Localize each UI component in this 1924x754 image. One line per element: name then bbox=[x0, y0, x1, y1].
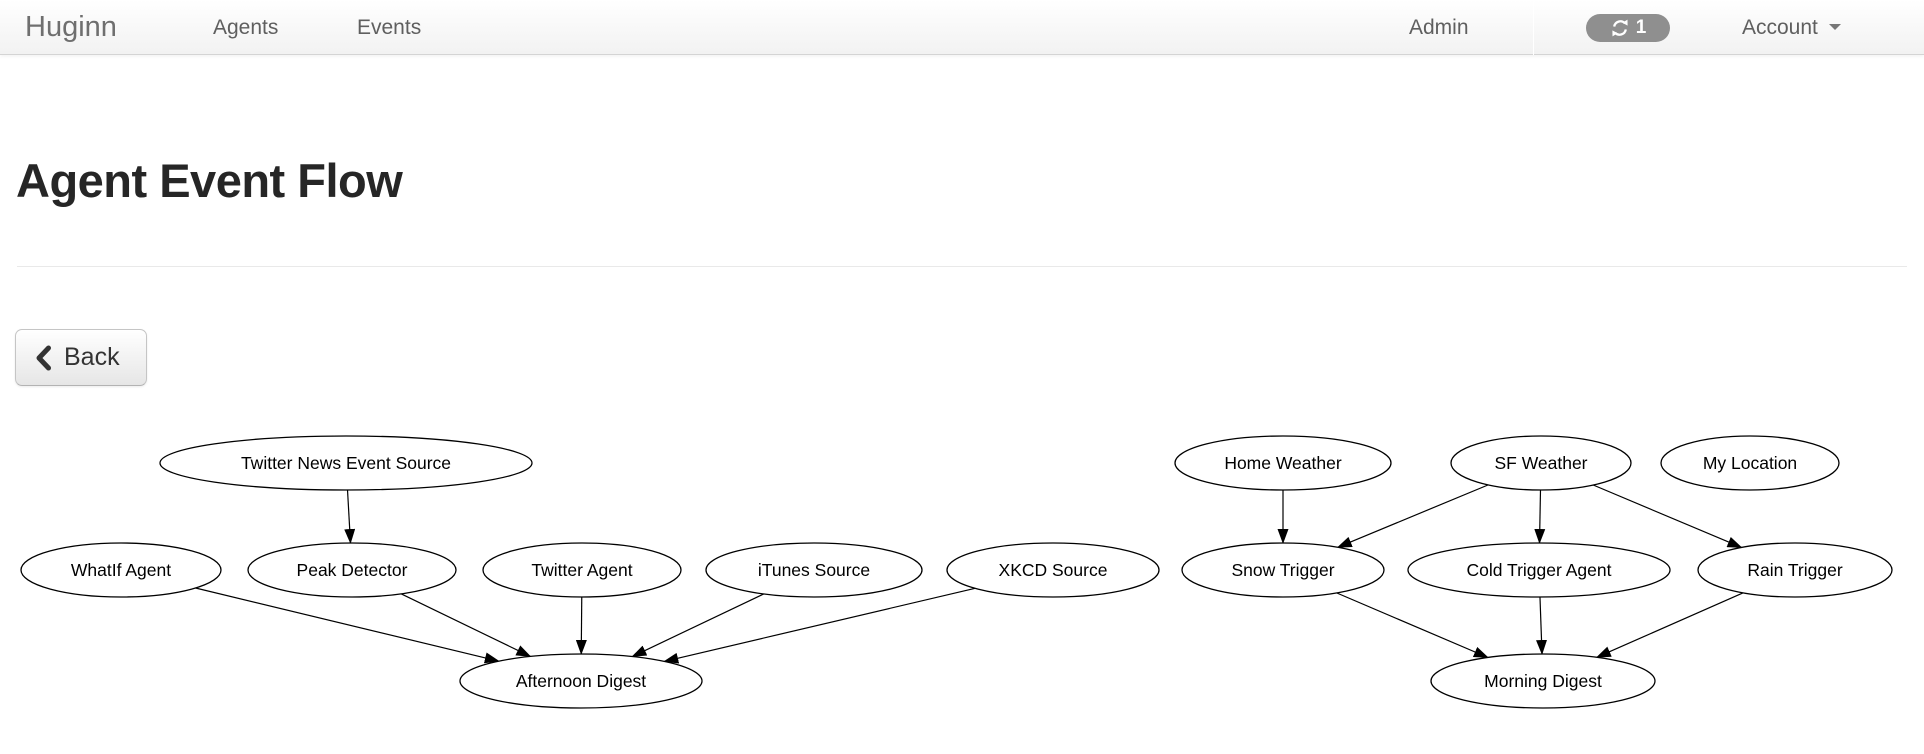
caret-down-icon bbox=[1828, 24, 1841, 30]
graph-edge-sf-weather-to-rain-trigger bbox=[1592, 484, 1743, 549]
refresh-icon bbox=[1610, 18, 1630, 38]
graph-edge-rain-trigger-to-morning-digest bbox=[1595, 592, 1744, 658]
graph-edge-cold-trigger-agent-to-morning-digest bbox=[1536, 596, 1548, 656]
chevron-left-icon bbox=[35, 345, 51, 371]
title-divider bbox=[17, 266, 1907, 267]
graph-node-itunes-source[interactable]: iTunes Source bbox=[705, 542, 923, 598]
navbar-divider bbox=[1533, 0, 1534, 55]
graph-node-label: Afternoon Digest bbox=[516, 671, 646, 691]
graph-node-rain-trigger[interactable]: Rain Trigger bbox=[1697, 542, 1893, 598]
graph-node-label: Home Weather bbox=[1224, 453, 1342, 473]
graph-node-label: Peak Detector bbox=[297, 560, 408, 580]
graph-node-peak-detector[interactable]: Peak Detector bbox=[247, 542, 457, 598]
navbar: Huginn Agents Events Admin 1 Account bbox=[0, 0, 1924, 55]
graph-edge-snow-trigger-to-morning-digest bbox=[1336, 592, 1489, 659]
graph-node-label: Rain Trigger bbox=[1747, 560, 1842, 580]
graph-node-snow-trigger[interactable]: Snow Trigger bbox=[1181, 542, 1385, 598]
graph-node-afternoon-digest[interactable]: Afternoon Digest bbox=[459, 653, 703, 709]
graph-edge-peak-detector-to-afternoon-digest bbox=[400, 593, 532, 658]
graph-node-label: Cold Trigger Agent bbox=[1467, 560, 1612, 580]
graph-node-whatif-agent[interactable]: WhatIf Agent bbox=[20, 542, 222, 598]
graph-node-label: SF Weather bbox=[1494, 453, 1587, 473]
graph-node-cold-trigger-agent[interactable]: Cold Trigger Agent bbox=[1407, 542, 1671, 598]
graph-edge-xkcd-source-to-afternoon-digest bbox=[663, 587, 976, 664]
graph-node-twitter-agent[interactable]: Twitter Agent bbox=[482, 542, 682, 598]
graph-node-label: Twitter Agent bbox=[531, 560, 632, 580]
graph-node-morning-digest[interactable]: Morning Digest bbox=[1430, 653, 1656, 709]
graph-node-twitter-news-event-source[interactable]: Twitter News Event Source bbox=[159, 435, 533, 491]
back-button-label: Back bbox=[64, 343, 120, 371]
nav-item-events[interactable]: Events bbox=[357, 16, 422, 39]
nav-item-agents[interactable]: Agents bbox=[213, 16, 279, 39]
graph-edge-sf-weather-to-cold-trigger-agent bbox=[1534, 489, 1546, 545]
graph-node-label: Morning Digest bbox=[1484, 671, 1602, 691]
event-queue-count: 1 bbox=[1635, 16, 1647, 38]
back-button[interactable]: Back bbox=[15, 329, 147, 386]
nav-item-admin[interactable]: Admin bbox=[1409, 16, 1469, 39]
account-dropdown[interactable]: Account bbox=[1742, 0, 1841, 55]
graph-node-my-location[interactable]: My Location bbox=[1660, 435, 1840, 491]
event-queue-badge[interactable]: 1 bbox=[1586, 0, 1670, 55]
graph-edge-sf-weather-to-snow-trigger bbox=[1336, 484, 1489, 548]
graph-node-label: WhatIf Agent bbox=[71, 560, 171, 580]
graph-node-label: iTunes Source bbox=[758, 560, 870, 580]
graph-node-label: XKCD Source bbox=[999, 560, 1108, 580]
graph-node-label: Twitter News Event Source bbox=[241, 453, 451, 473]
graph-node-sf-weather[interactable]: SF Weather bbox=[1450, 435, 1632, 491]
graph-edge-twitter-agent-to-afternoon-digest bbox=[575, 596, 587, 656]
page-title: Agent Event Flow bbox=[16, 154, 403, 207]
graph-node-home-weather[interactable]: Home Weather bbox=[1174, 435, 1392, 491]
graph-node-xkcd-source[interactable]: XKCD Source bbox=[946, 542, 1160, 598]
graph-node-label: Snow Trigger bbox=[1231, 560, 1334, 580]
graph-edge-itunes-source-to-afternoon-digest bbox=[631, 593, 765, 658]
account-label: Account bbox=[1742, 16, 1818, 39]
graph-node-label: My Location bbox=[1703, 453, 1797, 473]
brand-link[interactable]: Huginn bbox=[25, 11, 117, 43]
graph-edge-whatif-agent-to-afternoon-digest bbox=[195, 587, 500, 664]
graph-edge-twitter-news-event-source-to-peak-detector bbox=[344, 489, 356, 545]
